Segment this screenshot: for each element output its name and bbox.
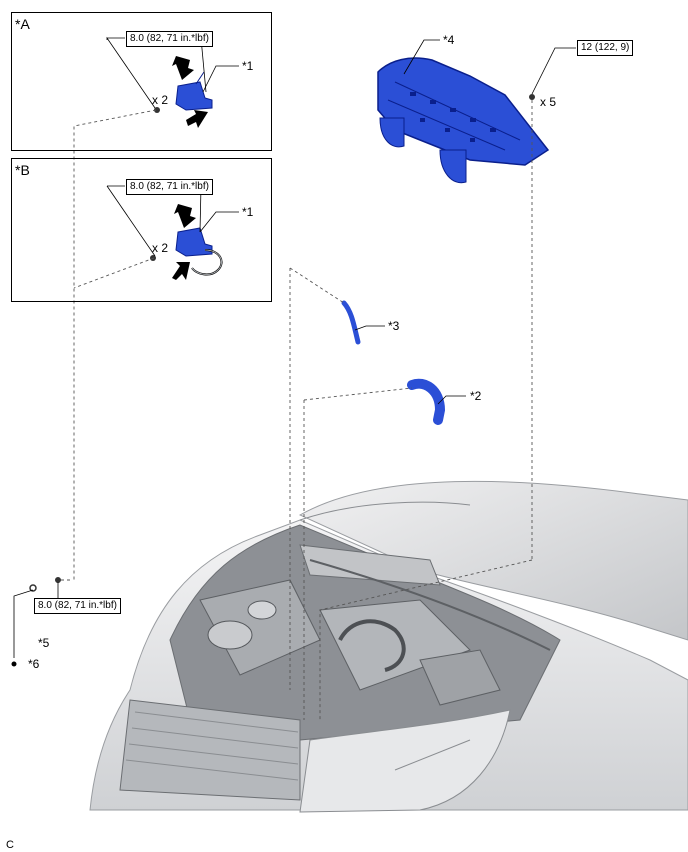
torque-label-bolt: 8.0 (82, 71 in.*lbf) bbox=[34, 598, 121, 614]
hose-part-3 bbox=[341, 300, 361, 345]
arrow-icon bbox=[174, 204, 196, 228]
arrow-icon bbox=[186, 110, 208, 128]
vehicle-illustration bbox=[89, 480, 688, 813]
sensor-part-1-b bbox=[175, 227, 223, 276]
part-label-5: *5 bbox=[38, 636, 50, 650]
torque-label-b: 8.0 (82, 71 in.*lbf) bbox=[126, 179, 213, 195]
nut-icon bbox=[11, 661, 17, 667]
arrow-icon bbox=[172, 262, 190, 280]
torque-label-cover: 12 (122, 9) bbox=[577, 40, 634, 56]
nut-icon bbox=[29, 584, 37, 592]
inset-tag-b: *B bbox=[15, 162, 30, 178]
part-label-2: *2 bbox=[470, 389, 482, 403]
part-label-3: *3 bbox=[388, 319, 400, 333]
bolt-icon bbox=[55, 577, 61, 583]
hose-part-2 bbox=[407, 378, 446, 425]
cover-part-4 bbox=[377, 57, 550, 184]
part-label-4: *4 bbox=[443, 33, 455, 47]
part-label-1-b: *1 bbox=[242, 205, 254, 219]
bolt-icon bbox=[529, 94, 535, 100]
sensor-part-1-a bbox=[175, 71, 213, 111]
inset-box-b bbox=[11, 158, 272, 302]
bolt-icon bbox=[154, 107, 160, 113]
qty-label-cover: x 5 bbox=[540, 95, 557, 109]
torque-label-a: 8.0 (82, 71 in.*lbf) bbox=[126, 31, 213, 47]
dashed-guide-lines bbox=[58, 100, 533, 720]
footer-code: C bbox=[6, 839, 14, 851]
inset-tag-a: *A bbox=[15, 16, 30, 32]
arrow-icon bbox=[172, 56, 194, 80]
inset-box-a bbox=[11, 12, 272, 151]
part-label-6: *6 bbox=[28, 657, 40, 671]
qty-label-b: x 2 bbox=[152, 241, 169, 255]
qty-label-a: x 2 bbox=[152, 93, 169, 107]
part-label-1-a: *1 bbox=[242, 59, 254, 73]
